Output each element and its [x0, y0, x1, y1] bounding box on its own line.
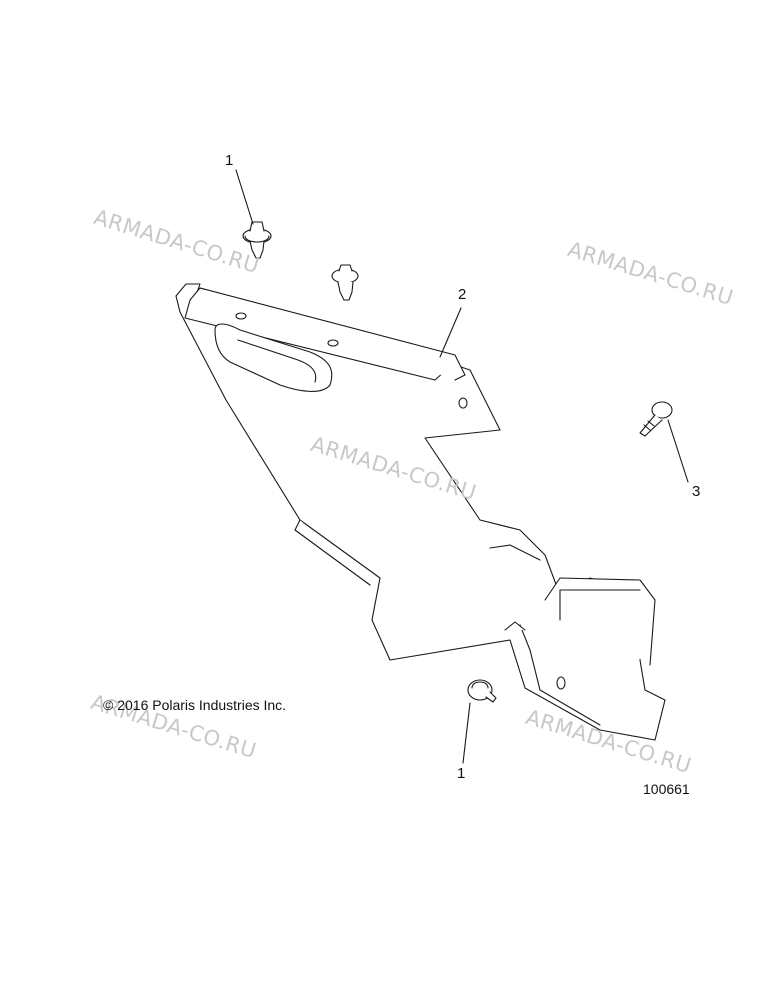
callout-panel: 2: [458, 286, 467, 303]
figure-number: 100661: [643, 781, 690, 797]
callout-clip-bottom: 1: [457, 765, 466, 782]
screw-part: [639, 401, 673, 437]
callout-clip-top: 1: [225, 152, 234, 169]
side-panel-part: [175, 283, 666, 741]
copyright-text: © 2016 Polaris Industries Inc.: [103, 697, 287, 713]
push-rivet-bottom: [467, 679, 497, 703]
leader-lines: [235, 169, 689, 764]
push-rivet-middle: [331, 264, 359, 301]
callout-screw: 3: [692, 483, 701, 500]
push-rivet-top: [242, 221, 272, 259]
